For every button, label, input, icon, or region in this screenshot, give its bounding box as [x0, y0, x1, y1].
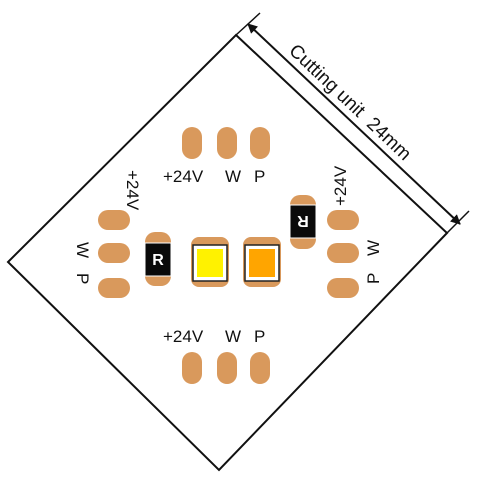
pad-label-p: P [73, 273, 92, 284]
pad-label-w: W [364, 240, 383, 256]
pad [182, 127, 202, 159]
resistor-body [289, 204, 317, 239]
led-yellow [191, 237, 229, 287]
pad [217, 127, 237, 159]
pad [217, 352, 237, 384]
pad [250, 352, 270, 384]
resistor-left: R [144, 232, 172, 286]
pad-label-24v: +24V [123, 170, 142, 211]
pad [250, 127, 270, 159]
led-chip [249, 249, 275, 277]
pad [98, 278, 130, 298]
pad [98, 210, 130, 230]
pad-label-w: W [225, 167, 241, 186]
resistor-body [144, 242, 172, 277]
resistor-label: R [152, 252, 164, 269]
pad-group-left: +24V W P [73, 170, 142, 298]
pad [327, 210, 359, 230]
dimension-line [247, 23, 461, 225]
led-chip [197, 249, 223, 277]
pad-group-right: +24V W P [327, 165, 383, 298]
pad-label-24v: +24V [163, 167, 204, 186]
led-amber [243, 237, 281, 287]
pad-label-p: P [364, 273, 383, 284]
pad [98, 243, 130, 263]
pad-label-p: P [254, 167, 265, 186]
pad-group-bottom: +24V W P [163, 327, 270, 384]
pad-label-w: W [73, 242, 92, 258]
pad [327, 243, 359, 263]
pad [327, 278, 359, 298]
pad-label-24v: +24V [163, 327, 204, 346]
pad-label-w: W [225, 327, 241, 346]
pad-label-p: P [254, 327, 265, 346]
resistor-right: R [289, 195, 317, 249]
pad [182, 352, 202, 384]
pad-label-24v: +24V [331, 165, 350, 206]
resistor-label: R [297, 212, 309, 229]
pad-group-top: +24V W P [163, 127, 270, 186]
